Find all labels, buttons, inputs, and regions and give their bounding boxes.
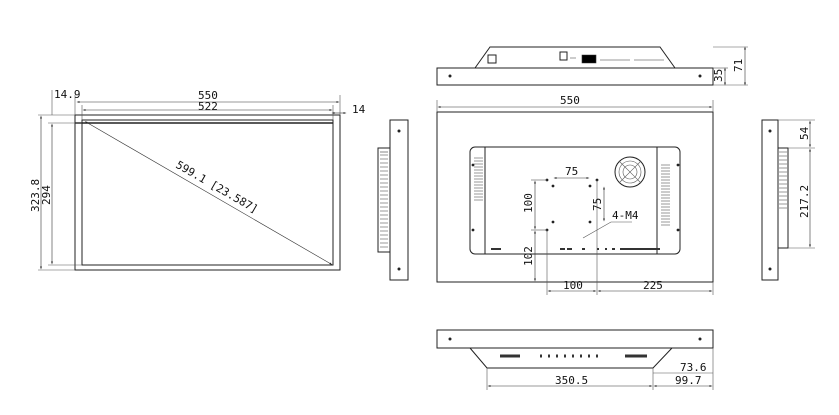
right-side-view: 54 217.2 [761,119,815,281]
right-offset-label: 99.7 [675,374,702,387]
bracket-width-label: 350.5 [555,374,588,387]
screen-width-label: 522 [198,100,218,113]
back-view: 550 75 100 75 [436,94,714,295]
offset-bottom-label: 102 [522,246,535,266]
bracket-height-label: 35 [712,69,725,82]
right-border-label: 14 [352,103,366,116]
hole-label: 4-M4 [612,209,639,222]
top-view: 35 71 [436,46,748,86]
hole-spacing-vertical-label: 100 [522,193,535,213]
top-offset-label: 54 [798,126,811,140]
diagonal-label: 599.1 [23.587] [174,158,261,216]
overall-width-label: 550 [198,89,218,102]
hole-spacing-horizontal-label: 100 [563,279,583,292]
back-width-label: 550 [560,94,580,107]
bracket-span-label: 217.2 [798,185,811,218]
screen-outline [81,119,334,266]
left-border-label: 14.9 [54,88,81,101]
screen-height-label: 294 [40,185,53,205]
front-bezel-outline [74,114,341,271]
offset-right-label: 225 [643,279,663,292]
front-view: 14.9 550 522 14 323.8 294 599.1 [23.587] [29,88,366,271]
total-depth-label: 71 [732,59,745,72]
overall-height-label: 323.8 [29,179,42,212]
vesa-horizontal-label: 75 [565,165,578,178]
fan-icon [614,156,646,188]
vesa-vertical-label: 75 [591,198,604,211]
left-side-view [377,119,409,281]
bottom-depth-label: 73.6 [680,361,707,374]
bottom-view: 73.6 350.5 99.7 [436,329,714,390]
